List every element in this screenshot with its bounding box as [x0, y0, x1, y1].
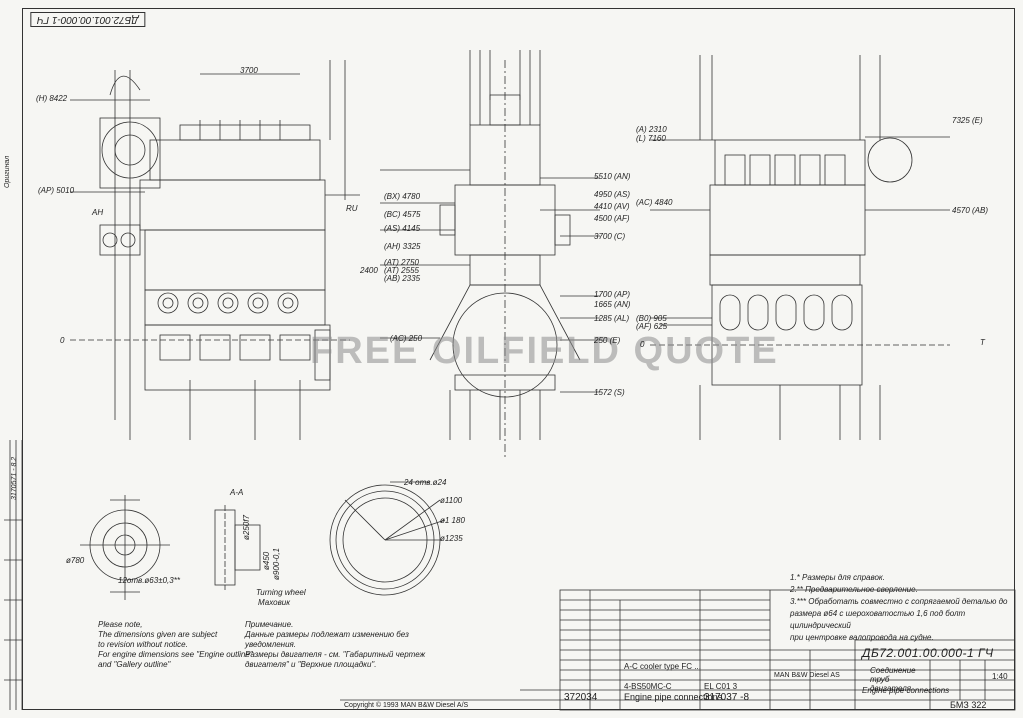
tb-engine-type: 4-BS50MC-C	[624, 682, 672, 691]
dim-right-l905: (B0) 905	[636, 314, 667, 323]
dim-mid-l4145: (AS) 4145	[384, 224, 421, 233]
dim-mid-l3325: (AH) 3325	[384, 242, 421, 251]
dim-mid-l4575: (BC) 4575	[384, 210, 421, 219]
detail-dia-900: ø900-0,1	[272, 547, 281, 580]
detail-a-a-label: A-A	[230, 488, 244, 497]
dim-mid-1665: 1665 (AN)	[594, 300, 631, 309]
tb-rev: EL C01 3	[704, 682, 738, 691]
notes-ru-right: 1.* Размеры для справок. 2.** Предварите…	[790, 572, 1023, 644]
detail-flange	[80, 495, 170, 600]
dim-mid-4500: 4500 (AF)	[594, 214, 630, 223]
detail-a-a	[214, 505, 261, 590]
detail-dia-450: ø450	[262, 551, 271, 570]
drawing-number: ДБ72.001.00.000-1 ГЧ	[862, 646, 994, 660]
notes-ru: Примечание. Данные размеры подлежат изме…	[245, 620, 425, 670]
dim-left-zero: 0	[60, 336, 65, 345]
dim-mid-250: 250 (E)	[594, 336, 621, 345]
dim-mid-l4780: (BX) 4780	[384, 192, 421, 201]
note-en-3: to revision without notice.	[98, 640, 188, 649]
dim-mid-5510: 5510 (AN)	[594, 172, 631, 181]
dim-right-l4840: (AC) 4840	[636, 198, 673, 207]
note-ru-3: 3.*** Обработать совместно с сопрягаемой…	[790, 597, 1008, 606]
dim-right-l2310: (A) 2310	[636, 125, 667, 134]
note-en-1: Please note,	[98, 620, 143, 629]
note-en-5: and "Gallery outline"	[98, 660, 171, 669]
dim-right-7325: 7325 (E)	[952, 116, 983, 125]
dim-left-3700: 3700	[240, 66, 258, 75]
note-ru-5: при центровке валопровода на судне.	[790, 633, 934, 642]
note-ru-2: 2.** Предварительное сверление.	[790, 585, 918, 594]
dim-right-4570: 4570 (AB)	[952, 206, 989, 215]
title-block-lines	[340, 589, 1016, 711]
label-t: T	[980, 338, 985, 347]
dim-right-l625: (AF) 625	[636, 322, 668, 331]
note-en-4: For engine dimensions see "Engine outlin…	[98, 650, 253, 659]
title-ru: Соединение труб двигателя	[870, 666, 916, 693]
note-ru-m-2: Данные размеры подлежат изменению без	[245, 630, 409, 639]
note-ru-4: размера ø64 с шероховатостью 1,6 под бол…	[790, 609, 966, 630]
dim-mid-1285: 1285 (AL)	[594, 314, 630, 323]
sheet-frame	[22, 8, 1015, 710]
detail-dia-1100: ø1100	[440, 496, 463, 505]
scale: 1:40	[992, 672, 1008, 681]
tb-doc-no-2: 317037 -8	[704, 692, 750, 703]
detail-dia-1180: ø1 180	[440, 516, 465, 525]
tb-cooler: A-C cooler type FC ...	[624, 662, 701, 671]
dim-right-l7160: (L) 7160	[636, 134, 666, 143]
detail-dia-250: ø250f7	[242, 515, 251, 540]
tb-copyright: Copyright © 1993 MAN B&W Diesel A/S	[344, 702, 469, 709]
label-ru: RU	[346, 204, 358, 213]
tb-maker: MAN B&W Diesel AS	[774, 672, 840, 679]
dim-right-zero: 0	[640, 340, 645, 349]
dim-mid-3700: 3700 (C)	[594, 232, 626, 241]
watermark-text: FREE OILFIELD QUOTE	[310, 329, 779, 372]
right-view	[650, 55, 950, 440]
note-ru-m-4: Размеры двигателя - см. "Габаритный черт…	[245, 650, 426, 659]
dim-mid-1700: 1700 (AP)	[594, 290, 631, 299]
label-ah: AH	[92, 208, 104, 217]
middle-view	[380, 50, 600, 460]
note-en-2: The dimensions given are subject	[98, 630, 218, 639]
note-ru-1: 1.* Размеры для справок.	[790, 573, 885, 582]
dim-left-5010: (AP) 5010	[38, 186, 75, 195]
dim-mid-l2335: (AB) 2335	[384, 274, 421, 283]
note-ru-m-3: уведомления.	[245, 640, 297, 649]
dim-mid-4410: 4410 (AV)	[594, 202, 630, 211]
watermark: FREE OILFIELD QUOTE	[300, 328, 777, 374]
detail-dia-1235: ø1235	[440, 534, 463, 543]
dim-mid-1572: 1572 (S)	[594, 388, 625, 397]
note-ru-m-1: Примечание.	[245, 620, 294, 629]
detail-turning-wheel	[329, 481, 446, 596]
tb-doc-no-1: 372034	[564, 692, 598, 703]
turning-wheel-ru: Маховик	[258, 598, 290, 607]
dim-mid-l2750: (AT) 2750	[384, 258, 419, 267]
detail-holes-12: 12отв.ø63±0,3**	[118, 576, 180, 585]
dim-mid-2400: 2400	[360, 266, 378, 275]
dim-mid-l2555: (AT) 2555	[384, 266, 419, 275]
detail-bolt-holes: 24 отв.ø24	[404, 478, 447, 487]
left-view	[70, 60, 360, 440]
sheet-label: БМЗ 322	[950, 700, 987, 710]
dim-mid-4950: 4950 (AS)	[594, 190, 631, 199]
detail-dia-780: ø780	[66, 556, 85, 565]
notes-en: Please note, The dimensions given are su…	[98, 620, 253, 670]
note-ru-m-5: двигателя" и "Верхние площадки".	[245, 660, 377, 669]
title-en: Engine pipe connections	[862, 686, 950, 695]
tb-mid-title: Engine pipe connections	[624, 692, 723, 702]
dim-left-8422: (H) 8422	[36, 94, 68, 103]
turning-wheel-en: Turning wheel	[256, 588, 306, 597]
dim-mid-l250: (AC) 250	[390, 334, 423, 343]
